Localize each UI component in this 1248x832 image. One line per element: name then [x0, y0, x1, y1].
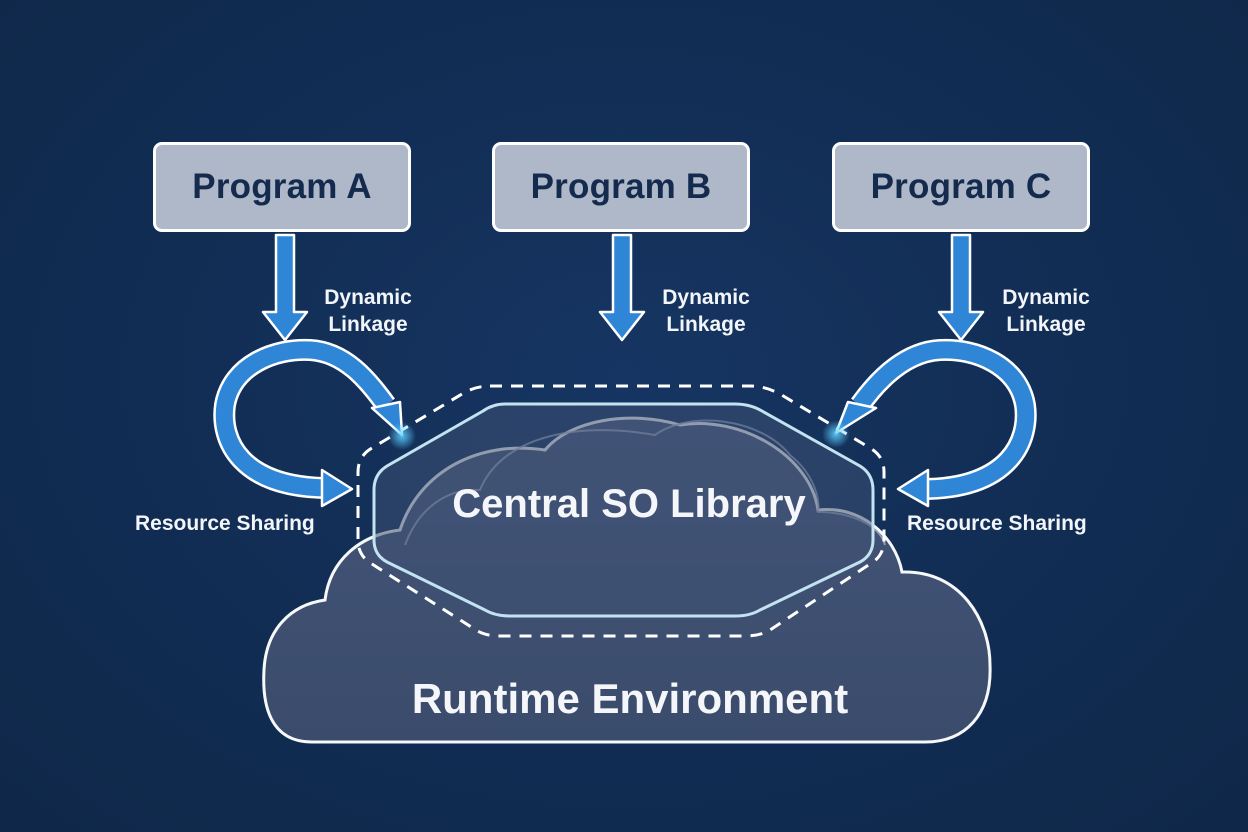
dynamic-linkage-label-a-line2: Linkage — [328, 313, 408, 336]
program-c-label: Program C — [870, 167, 1052, 206]
dynamic-linkage-arrow-c — [937, 233, 985, 342]
central-so-library-label: Central SO Library — [452, 482, 806, 526]
program-a-box: Program A — [153, 142, 411, 232]
central-library-shape — [372, 402, 875, 618]
resource-sharing-loop-left — [213, 338, 416, 508]
resource-sharing-loop-right — [822, 338, 1037, 508]
dynamic-linkage-label-c-line1: Dynamic — [1002, 286, 1090, 309]
dynamic-linkage-label-a: Dynamic Linkage — [308, 284, 428, 338]
resource-sharing-label-right: Resource Sharing — [907, 512, 1087, 535]
program-c-box: Program C — [832, 142, 1090, 232]
dynamic-linkage-label-b-line1: Dynamic — [662, 286, 750, 309]
dynamic-linkage-label-a-line1: Dynamic — [324, 286, 412, 309]
resource-sharing-label-left: Resource Sharing — [135, 512, 315, 535]
dynamic-linkage-label-c-line2: Linkage — [1006, 313, 1086, 336]
dynamic-linkage-label-b: Dynamic Linkage — [646, 284, 766, 338]
dynamic-linkage-arrow-b — [598, 233, 646, 342]
dynamic-linkage-label-b-line2: Linkage — [666, 313, 746, 336]
program-b-label: Program B — [530, 167, 712, 206]
program-a-label: Program A — [192, 167, 372, 206]
library-dashed-boundary — [356, 384, 886, 638]
dynamic-linkage-label-c: Dynamic Linkage — [986, 284, 1106, 338]
program-b-box: Program B — [492, 142, 750, 232]
runtime-environment-label: Runtime Environment — [411, 675, 849, 722]
dynamic-linkage-arrow-a — [261, 233, 309, 342]
